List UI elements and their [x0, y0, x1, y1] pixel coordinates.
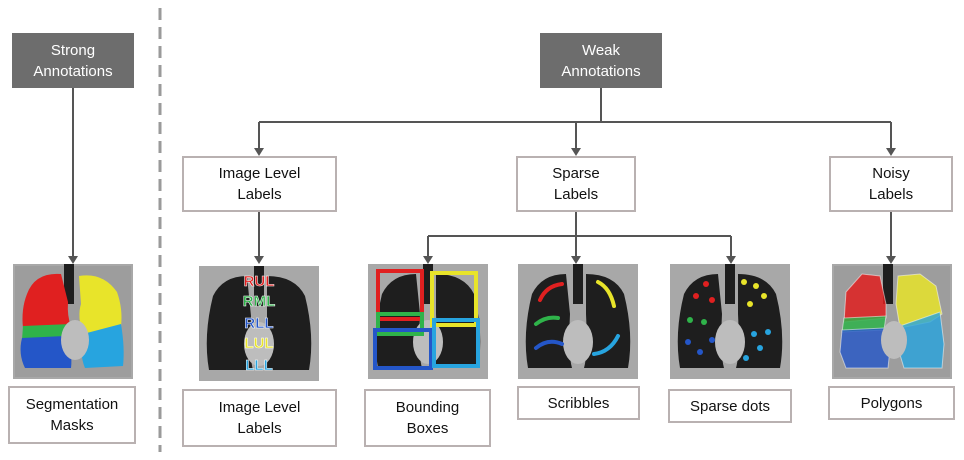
strong-annotations-header: Strong Annotations: [12, 33, 134, 88]
scribble-rul: [538, 282, 564, 302]
caption-image-level-labels: Image Level Labels: [182, 389, 337, 447]
dots-rml: [687, 317, 707, 325]
bbox-rul: [376, 269, 424, 321]
thumb-bounding-boxes: [368, 264, 488, 379]
caption-sparse-dots: Sparse dots: [668, 389, 792, 423]
thumb-image-level-labels: RUL RML RLL LUL LLL: [199, 266, 319, 381]
lobe-label-rll: RLL: [244, 315, 273, 332]
thumb-polygons: [832, 264, 952, 379]
arrowhead: [571, 256, 581, 264]
bbox-rll: [373, 328, 433, 370]
weak-annotations-header: Weak Annotations: [540, 33, 662, 88]
category-image-level-labels: Image Level Labels: [182, 156, 337, 212]
lobe-label-lll: LLL: [245, 357, 273, 374]
arrowhead: [254, 148, 264, 156]
arrowhead: [726, 256, 736, 264]
dots-rul: [693, 281, 715, 303]
bbox-lll: [432, 318, 480, 368]
caption-segmentation-masks: Segmentation Masks: [8, 386, 136, 444]
lobe-label-lul: LUL: [244, 335, 273, 352]
caption-scribbles: Scribbles: [517, 386, 640, 420]
arrowhead: [254, 256, 264, 264]
category-noisy-labels: Noisy Labels: [829, 156, 953, 212]
bbox-lul: [430, 271, 478, 327]
category-sparse-labels: Sparse Labels: [516, 156, 636, 212]
dots-rll: [685, 337, 715, 355]
caption-polygons: Polygons: [828, 386, 955, 420]
lobe-label-rml: RML: [243, 293, 276, 310]
thumb-sparse-dots: [670, 264, 790, 379]
arrowhead: [68, 256, 78, 264]
arrowhead: [886, 256, 896, 264]
arrowhead: [886, 148, 896, 156]
arrowhead: [423, 256, 433, 264]
scribble-lll: [592, 334, 620, 356]
dots-lul: [741, 279, 767, 307]
lobe-label-rul: RUL: [244, 273, 275, 290]
thumb-scribbles: [518, 264, 638, 379]
arrowhead: [571, 148, 581, 156]
scribble-lul: [596, 280, 616, 308]
caption-bounding-boxes: Bounding Boxes: [364, 389, 491, 447]
scribble-rml: [534, 315, 560, 326]
dots-lll: [743, 329, 771, 361]
scribble-rll: [534, 339, 564, 350]
bbox-rml: [376, 312, 424, 336]
thumb-segmentation-masks: [13, 264, 133, 379]
